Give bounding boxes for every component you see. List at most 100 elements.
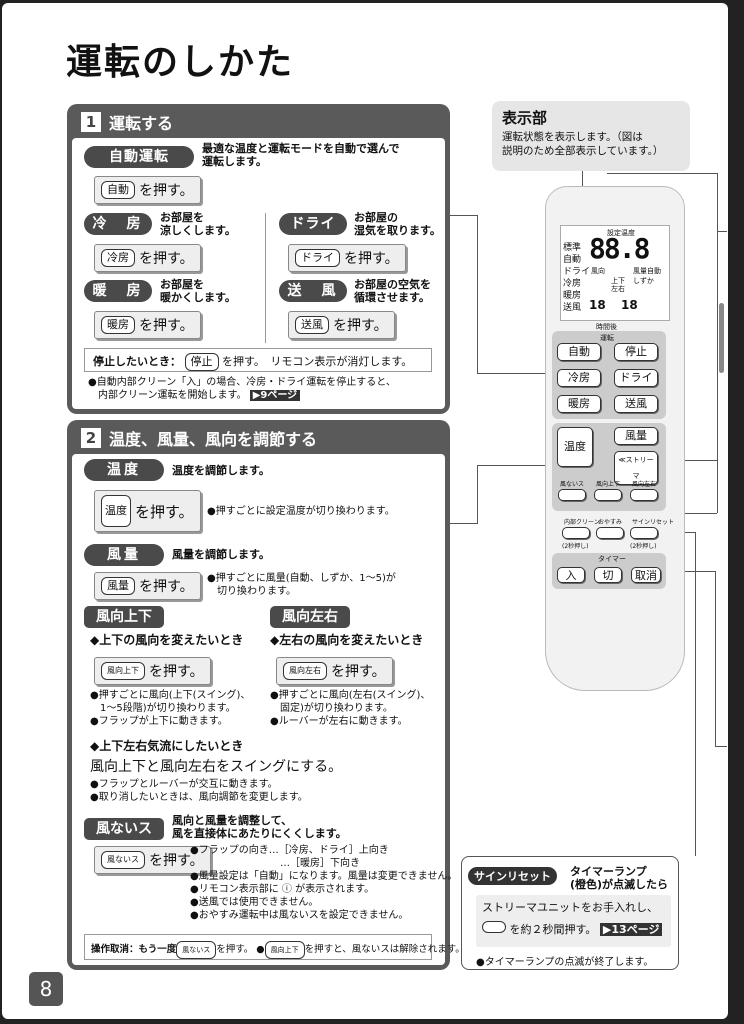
section-title: 温度、風量、風向を調節する — [109, 430, 318, 449]
display-desc: 運転状態を表示します。（図は 説明のため全部表示しています。） — [502, 131, 664, 157]
dry-key: ドライ — [295, 249, 340, 267]
lcd-fd: 風向 — [591, 267, 605, 275]
cool-press-instruction: 冷房を押す。 — [94, 244, 201, 272]
dry-mode-label: ドライ — [279, 213, 347, 235]
leftright-label: 風向左右 — [270, 606, 350, 628]
no-wind-label: 風ないス — [84, 818, 164, 840]
page-title: 運転のしかた — [66, 42, 295, 83]
leader-line — [450, 523, 478, 524]
lcd-display: 設定温度 標準 自動 88.8 ドライ 風向 風量自動 冷房 上下 しずか 暖房… — [560, 225, 670, 321]
lcd-std: 標準 — [563, 243, 582, 253]
operation-group: 運転 自動 停止 冷房 ドライ 暖房 送風 — [552, 331, 666, 419]
remote-timer-cancel-button[interactable]: 取消 — [631, 567, 661, 583]
remote-volume-button[interactable]: 風量 — [614, 427, 658, 445]
updown-notes: ●押すごとに風向(上下(スイング)、 1～5段階)が切り換わります。 ●フラップ… — [90, 690, 251, 727]
leader-line — [715, 746, 727, 747]
lcd-ud: 上下 — [611, 277, 625, 285]
lcd-quiet: しずか — [633, 277, 654, 285]
temp-note: ●押すごとに設定温度が切り換わります。 — [207, 506, 395, 517]
remote-clean-button[interactable] — [562, 527, 590, 539]
leader-line — [717, 231, 727, 232]
lcd-timer1: 18 — [589, 298, 606, 312]
remote-temp-button[interactable]: 温度 — [557, 427, 593, 467]
leftright-notes: ●押すごとに風向(左右(スイング)、 固定)が切り換わります。 ●ルーバーが左右… — [270, 690, 431, 727]
remote-timer-off-button[interactable]: 切 — [594, 567, 622, 583]
leader-line — [477, 215, 478, 373]
page-ref[interactable]: ▶9ページ — [249, 390, 301, 401]
sign-reset-label: サインリセット — [468, 867, 557, 885]
remote-dry-button[interactable]: ドライ — [614, 369, 658, 387]
heat-mode-desc: お部屋を 暖かくします。 — [160, 278, 236, 304]
display-callout: 表示部 運転状態を表示します。（図は 説明のため全部表示しています。） — [492, 101, 690, 171]
auto-press-instruction: 自動を押す。 — [94, 176, 201, 204]
leader-line — [477, 373, 557, 374]
swing-notes: ●フラップとルーバーが交互に動きます。 ●取り消したいときは、風向調節を変更しま… — [90, 779, 308, 803]
volume-key: 風量 — [101, 577, 135, 595]
fan-mode-label: 送 風 — [279, 280, 347, 302]
sign-reset-instruction: ストリーマユニットをお手入れし、 を約２秒間押す。 ▶13ページ — [476, 895, 671, 947]
cancel-box: 操作取消：もう一度風ないスを押す。 ●風向上下を押すと、風ないスは解除されます。 — [84, 934, 465, 960]
divider — [265, 213, 266, 343]
lcd-dry: ドライ — [563, 267, 591, 277]
hold-label: (2秒押し) — [562, 543, 589, 550]
hold-label: (2秒押し) — [630, 543, 657, 550]
leader-line — [477, 465, 555, 466]
remote-ud-button[interactable] — [594, 489, 622, 501]
remote-lr-button[interactable] — [630, 489, 658, 501]
sign-reset-title: タイマーランプ (橙色)が点滅したら — [570, 865, 669, 891]
fan-key: 送風 — [295, 316, 329, 334]
leader-line — [662, 571, 715, 572]
section-number: 1 — [81, 112, 101, 132]
sign-reset-note: ●タイマーランプの点滅が終了します。 — [476, 957, 654, 968]
remote-nokaze-button[interactable] — [558, 489, 586, 501]
internal-clean-note: ●自動内部クリーン「入」の場合、冷房・ドライ運転を停止すると、 内部クリーン運転… — [88, 377, 396, 401]
cool-key: 冷房 — [101, 249, 135, 267]
lcd-auto: 自動 — [563, 255, 582, 265]
lcd-heat: 暖房 — [563, 291, 582, 301]
swing-text: 風向上下と風向左右をスイングにする。 — [90, 759, 343, 775]
temp-label: 温度 — [84, 459, 164, 481]
fan-press-instruction: 送風を押す。 — [288, 311, 395, 339]
page-number: 8 — [29, 972, 63, 1006]
timer-label: タイマー — [598, 555, 626, 563]
volume-press-instruction: 風量を押す。 — [94, 572, 201, 600]
fan-mode-desc: お部屋の空気を 循環させます。 — [354, 278, 431, 304]
leader-line — [715, 571, 716, 746]
leftright-key: 風向左右 — [283, 662, 327, 680]
adjust-group: 温度 風量 ≪ストリーマ 風ないス 風向上下 風向左右 — [552, 423, 666, 511]
remote-streamer-button[interactable]: ≪ストリーマ — [614, 451, 658, 485]
remote-stop-button[interactable]: 停止 — [614, 343, 658, 361]
no-wind-key: 風ないス — [101, 851, 145, 869]
leader-line — [607, 173, 717, 174]
heat-press-instruction: 暖房を押す。 — [94, 311, 201, 339]
lcd-fan: 送風 — [563, 303, 582, 313]
remote-sign-reset-button[interactable] — [630, 527, 658, 539]
leader-line — [657, 513, 717, 514]
sign-reset-key — [482, 921, 506, 933]
scrollbar[interactable] — [719, 303, 724, 373]
sign-reset-box: サインリセット タイマーランプ (橙色)が点滅したら ストリーマユニットをお手入… — [461, 856, 679, 970]
lr-label: 風向左右 — [632, 481, 657, 488]
updown-press-instruction: 風向上下を押す。 — [94, 657, 211, 685]
page-ref[interactable]: ▶13ページ — [599, 923, 663, 936]
volume-desc: 風量を調節します。 — [172, 548, 270, 561]
temp-press-instruction: 温度を押す。 — [94, 490, 201, 532]
remote-heat-button[interactable]: 暖房 — [557, 395, 601, 413]
leftright-sub: ◆左右の風向を変えたいとき — [270, 633, 424, 647]
nokaze-label: 風ないス — [560, 481, 585, 488]
remote-auto-button[interactable]: 自動 — [557, 343, 601, 361]
remote-timer-on-button[interactable]: 入 — [557, 567, 585, 583]
remote-cool-button[interactable]: 冷房 — [557, 369, 601, 387]
no-wind-press-instruction: 風ないスを押す。 — [94, 846, 211, 874]
updown-key: 風向上下 — [264, 941, 305, 959]
remote-sleep-button[interactable] — [596, 527, 624, 539]
leader-line — [695, 532, 696, 856]
lcd-lr: 左右 — [611, 285, 625, 293]
remote-fan-button[interactable]: 送風 — [614, 395, 658, 413]
stop-key: 停止 — [184, 353, 219, 371]
section-title: 運転する — [109, 114, 174, 133]
cool-mode-desc: お部屋を 涼しくします。 — [160, 211, 236, 237]
section-number: 2 — [81, 428, 101, 448]
